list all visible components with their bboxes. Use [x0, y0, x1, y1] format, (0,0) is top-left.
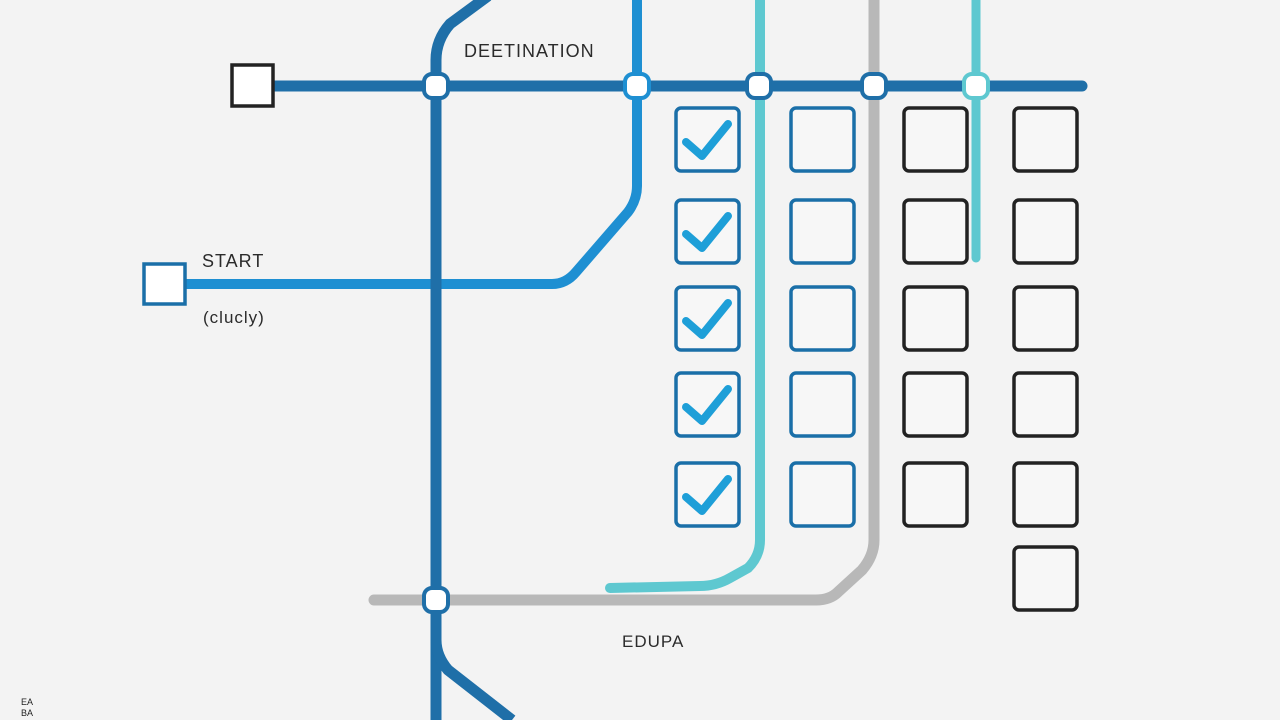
start-label: START [202, 251, 264, 271]
checkbox-column-3-row-2[interactable] [902, 198, 969, 265]
corner-logo-line-1: EA [21, 697, 33, 707]
corner-logo-line-2: BA [21, 708, 33, 718]
destination-label: DEETINATION [464, 41, 595, 61]
route-start-line [181, 0, 642, 289]
checkbox-column-4-row-5[interactable] [1012, 461, 1079, 528]
junction-node-icon [860, 72, 888, 100]
checkbox-column-2-row-4[interactable] [789, 371, 856, 438]
checkbox-column-4-row-2[interactable] [1012, 198, 1079, 265]
checkbox-column-4-row-4[interactable] [1012, 371, 1079, 438]
junction-node-icon [745, 72, 773, 100]
bottom-label: EDUPA [622, 632, 684, 651]
check-icon [682, 120, 732, 160]
route-gray-line [368, 0, 880, 606]
junction-node-icon [422, 586, 450, 614]
check-icon [682, 385, 732, 425]
checkbox-column-4-row-3[interactable] [1012, 285, 1079, 352]
start-sublabel: (clucly) [203, 308, 265, 327]
checkbox-grid [674, 106, 1079, 612]
corner-logo: EA BA [21, 697, 33, 718]
start-terminal-square-icon[interactable] [142, 262, 187, 306]
junction-node-icon [422, 72, 450, 100]
check-icon [682, 212, 732, 252]
checkbox-column-3-row-3[interactable] [902, 285, 969, 352]
check-icon [682, 475, 732, 515]
checkbox-column-2-row-2[interactable] [789, 198, 856, 265]
junction-node-icon [962, 72, 990, 100]
route-bottom-exit [430, 612, 516, 720]
junction-node-icon [623, 72, 651, 100]
checkbox-column-4-row-1[interactable] [1012, 106, 1079, 173]
route-main-vertical [430, 0, 492, 720]
checkbox-column-2-row-5[interactable] [789, 461, 856, 528]
checkbox-column-4-row-6[interactable] [1012, 545, 1079, 612]
destination-terminal-square-icon[interactable] [230, 63, 275, 108]
checkbox-column-2-row-3[interactable] [789, 285, 856, 352]
route-lines [181, 0, 1088, 720]
junction-nodes [422, 72, 990, 614]
check-icon [682, 299, 732, 339]
route-teal-line [605, 0, 765, 593]
checkbox-column-2-row-1[interactable] [789, 106, 856, 173]
checkbox-column-3-row-4[interactable] [902, 371, 969, 438]
checkbox-column-3-row-1[interactable] [902, 106, 969, 173]
checkbox-column-3-row-5[interactable] [902, 461, 969, 528]
